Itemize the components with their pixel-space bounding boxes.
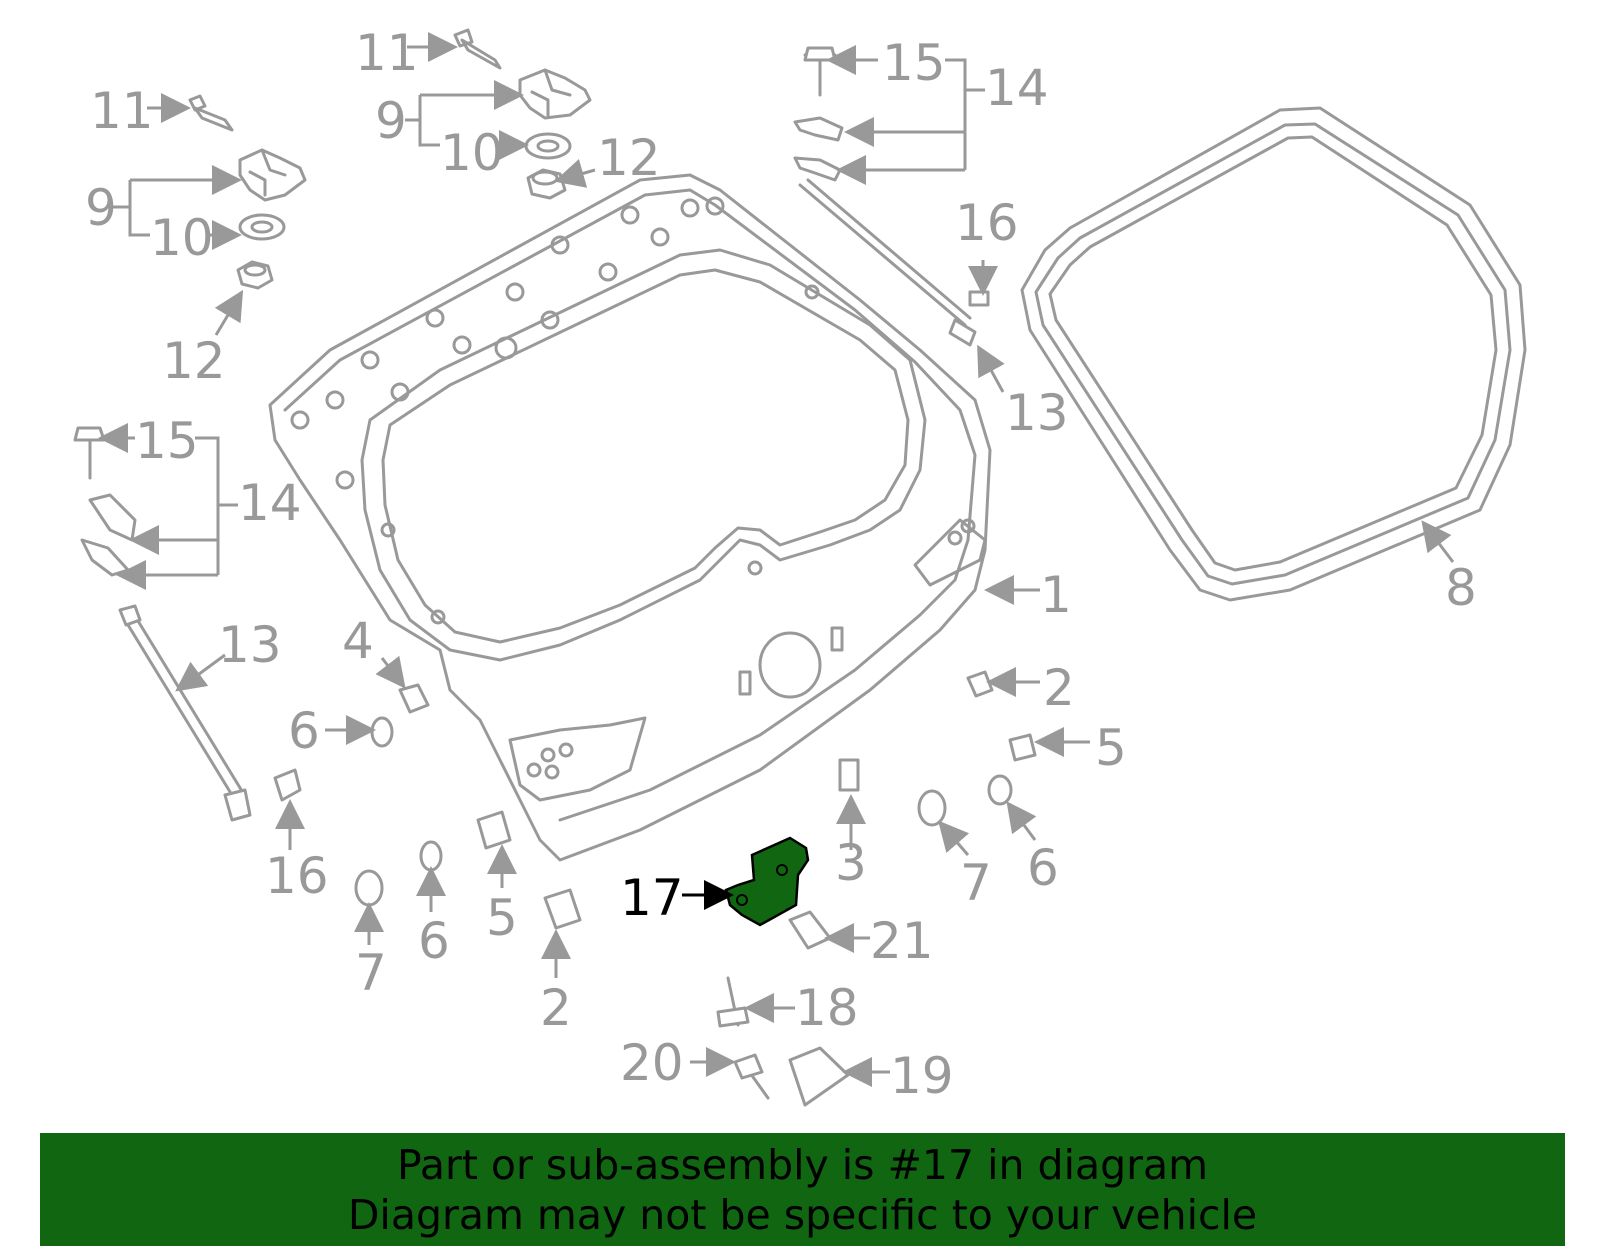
callout-labels: 1 2 2 3 4 5 5 6 6 6 7 7 8 9 9 10 10 11 1… <box>85 24 1477 1105</box>
callout-12: 12 <box>597 129 661 187</box>
callout-6: 6 <box>1027 839 1059 897</box>
small-fasteners <box>273 670 1037 1107</box>
callout-6: 6 <box>288 702 320 760</box>
callout-9: 9 <box>85 179 117 237</box>
callout-13: 13 <box>1005 384 1069 442</box>
callout-21: 21 <box>870 912 934 970</box>
callout-10: 10 <box>150 209 214 267</box>
callout-3: 3 <box>835 834 867 892</box>
callout-12: 12 <box>162 332 226 390</box>
leader-arrows <box>98 32 1455 1087</box>
callout-6: 6 <box>418 912 450 970</box>
liftgate-panel <box>268 173 992 862</box>
callout-2: 2 <box>540 979 572 1037</box>
liftgate-parts-diagram: 1 2 2 3 4 5 5 6 6 6 7 7 8 9 9 10 10 11 1… <box>73 24 1527 1107</box>
callout-11: 11 <box>90 82 154 140</box>
callout-13: 13 <box>218 616 282 674</box>
callout-14: 14 <box>985 59 1049 117</box>
banner-line-2: Diagram may not be specific to your vehi… <box>347 1190 1258 1239</box>
callout-9: 9 <box>375 92 407 150</box>
callout-1: 1 <box>1040 566 1072 624</box>
callout-18: 18 <box>795 979 859 1037</box>
callout-5: 5 <box>1095 719 1127 777</box>
callout-4: 4 <box>342 612 374 670</box>
callout-16: 16 <box>955 194 1019 252</box>
callout-19: 19 <box>890 1047 954 1105</box>
callout-7: 7 <box>960 854 992 912</box>
callout-10: 10 <box>440 124 504 182</box>
callout-2: 2 <box>1043 659 1075 717</box>
callout-7: 7 <box>355 944 387 1002</box>
callout-11: 11 <box>355 24 419 82</box>
liftgate-holes <box>290 196 820 625</box>
callout-15: 15 <box>135 412 199 470</box>
weatherstrip <box>1020 106 1527 602</box>
callout-20: 20 <box>620 1034 684 1092</box>
callout-14: 14 <box>238 474 302 532</box>
info-banner: Part or sub-assembly is #17 in diagram D… <box>40 1133 1565 1246</box>
part-17-highlight <box>724 836 810 927</box>
callout-16: 16 <box>265 847 329 905</box>
callout-17: 17 <box>620 869 684 927</box>
banner-line-1: Part or sub-assembly is #17 in diagram <box>396 1140 1209 1189</box>
callout-15: 15 <box>882 34 946 92</box>
callout-8: 8 <box>1445 559 1477 617</box>
callout-5: 5 <box>486 889 518 947</box>
